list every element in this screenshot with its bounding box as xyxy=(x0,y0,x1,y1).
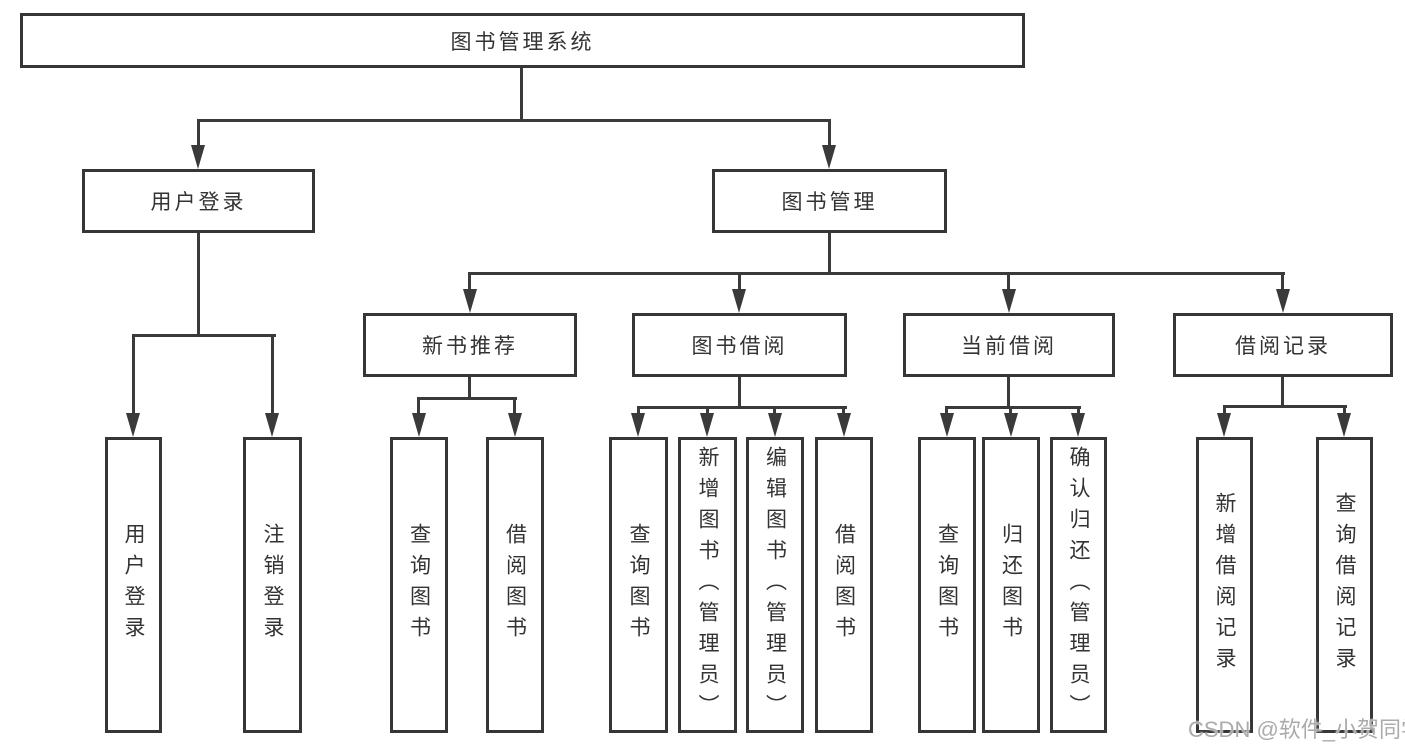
connector-line xyxy=(637,406,640,415)
node-label: 查询图书 xyxy=(935,523,959,647)
node-label: 图书借阅 xyxy=(691,335,788,358)
connector-line xyxy=(513,397,516,415)
node-label: 用户登录 xyxy=(150,191,247,214)
connector-line xyxy=(1007,272,1010,291)
node-new-book-recommend: 新书推荐 xyxy=(363,313,577,377)
connector-line xyxy=(738,272,741,291)
node-label: 编辑图书（管理员） xyxy=(763,445,787,725)
connector-line xyxy=(468,272,1285,275)
connector-arrow xyxy=(191,145,205,169)
node-label: 新增图书（管理员） xyxy=(696,445,719,725)
connector-arrow xyxy=(265,413,279,437)
connector-line xyxy=(945,406,1081,409)
connector-arrow xyxy=(631,413,645,437)
node-label: 借阅记录 xyxy=(1235,335,1331,358)
connector-line xyxy=(1223,405,1347,408)
node-label: 图书管理 xyxy=(781,191,878,214)
node-label: 借阅图书 xyxy=(503,523,527,647)
node-label: 注销登录 xyxy=(261,523,284,647)
connector-line xyxy=(132,334,276,337)
leaf-user-login: 用户登录 xyxy=(105,437,162,733)
node-label: 借阅图书 xyxy=(832,523,856,647)
connector-line xyxy=(520,68,523,121)
connector-line xyxy=(468,377,471,399)
node-label: 新书推荐 xyxy=(422,335,518,358)
connector-arrow xyxy=(768,413,782,437)
node-label: 当前借阅 xyxy=(961,335,1057,358)
connector-arrow xyxy=(837,413,851,437)
connector-line xyxy=(417,397,517,400)
node-book-management: 图书管理 xyxy=(712,169,947,233)
connector-line xyxy=(828,119,831,147)
leaf-query-borrow-record: 查询借阅记录 xyxy=(1316,437,1373,733)
connector-arrow xyxy=(1217,413,1231,437)
connector-arrow xyxy=(1276,289,1290,313)
connector-line xyxy=(738,377,741,408)
node-current-borrow: 当前借阅 xyxy=(903,313,1115,377)
leaf-query-books-recommend: 查询图书 xyxy=(390,437,448,733)
connector-arrow xyxy=(463,289,477,313)
connector-line xyxy=(1007,377,1010,408)
connector-arrow xyxy=(126,413,140,437)
leaf-borrow-books: 借阅图书 xyxy=(815,437,873,733)
connector-line xyxy=(637,406,847,409)
connector-arrow xyxy=(822,145,836,169)
connector-line xyxy=(197,119,831,122)
node-label: 确认归还（管理员） xyxy=(1067,445,1090,725)
node-label: 查询借阅记录 xyxy=(1333,492,1356,678)
node-book-borrow: 图书借阅 xyxy=(632,313,847,377)
node-label: 归还图书 xyxy=(999,523,1023,647)
leaf-logout: 注销登录 xyxy=(243,437,302,733)
connector-line xyxy=(1223,405,1226,415)
connector-line xyxy=(842,406,845,415)
leaf-query-books-borrow: 查询图书 xyxy=(609,437,668,733)
leaf-borrow-books-recommend: 借阅图书 xyxy=(486,437,544,733)
connector-line xyxy=(417,397,420,415)
node-label: 查询图书 xyxy=(627,523,650,647)
node-book-management-system: 图书管理系统 xyxy=(20,13,1025,68)
connector-line xyxy=(271,334,274,415)
connector-line xyxy=(197,233,200,336)
leaf-query-books-current: 查询图书 xyxy=(918,437,976,733)
connector-arrow xyxy=(1071,413,1085,437)
connector-line xyxy=(1077,406,1080,415)
node-borrow-records: 借阅记录 xyxy=(1173,313,1393,377)
leaf-add-borrow-record: 新增借阅记录 xyxy=(1196,437,1253,733)
connector-arrow xyxy=(508,413,522,437)
node-label: 用户登录 xyxy=(122,523,145,647)
csdn-watermark: CSDN @软件_小贺同学 xyxy=(1188,717,1405,742)
node-label: 新增借阅记录 xyxy=(1213,492,1236,678)
connector-arrow xyxy=(700,413,714,437)
connector-arrow xyxy=(412,413,426,437)
connector-line xyxy=(1281,377,1284,408)
connector-line xyxy=(1009,406,1012,415)
node-label: 图书管理系统 xyxy=(450,30,595,54)
connector-line xyxy=(197,119,200,147)
leaf-confirm-return-admin: 确认归还（管理员） xyxy=(1050,437,1107,733)
connector-arrow xyxy=(940,413,954,437)
node-label: 查询图书 xyxy=(407,523,431,647)
leaf-edit-books-admin: 编辑图书（管理员） xyxy=(746,437,804,733)
connector-arrow xyxy=(1004,413,1018,437)
connector-arrow xyxy=(732,289,746,313)
connector-line xyxy=(828,233,831,274)
connector-arrow xyxy=(1002,289,1016,313)
connector-line xyxy=(773,406,776,415)
connector-line xyxy=(706,406,709,415)
connector-line xyxy=(1281,272,1284,291)
connector-line xyxy=(945,406,948,415)
node-user-login: 用户登录 xyxy=(82,169,315,233)
connector-line xyxy=(1343,405,1346,415)
leaf-add-books-admin: 新增图书（管理员） xyxy=(678,437,737,733)
leaf-return-books: 归还图书 xyxy=(982,437,1040,733)
connector-line xyxy=(468,272,471,291)
connector-arrow xyxy=(1337,413,1351,437)
connector-line xyxy=(132,334,135,415)
